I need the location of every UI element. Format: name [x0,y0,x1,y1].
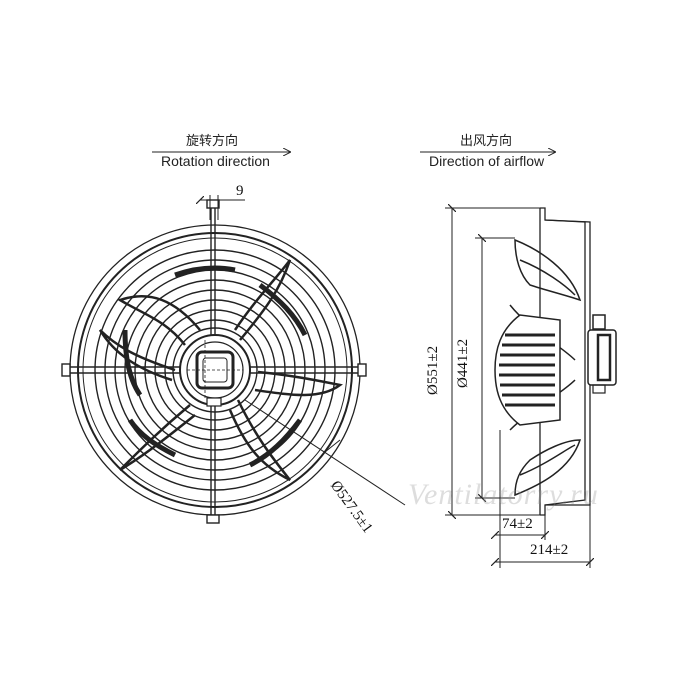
guard-diameter-leader [244,399,406,506]
bracket-dimension [200,195,245,220]
blade-6 [98,329,176,382]
blade-5 [119,404,196,472]
motor-body [494,314,617,426]
inner-diameter-label: Ø441±2 [455,338,471,388]
bracket-width-label: 9 [236,183,244,199]
blade-2 [233,259,292,341]
fan-blades [98,259,343,482]
total-depth-label: 214±2 [530,542,569,558]
side-view [420,152,617,568]
outer-diameter-label: Ø551±2 [425,345,441,395]
blade-3 [254,370,343,397]
airflow-label-cn: 出风方向 [460,134,513,149]
watermark: Ventilatorry.ru [408,478,599,511]
front-view [61,152,406,524]
rotation-label-cn: 旋转方向 [186,134,239,149]
mounting-struts [61,199,367,524]
rotation-label-en: Rotation direction [161,153,270,169]
airflow-label-en: Direction of airflow [429,153,545,169]
motor-depth-label: 74±2 [502,516,533,532]
blade-1 [117,295,201,346]
motor-hub [179,334,251,407]
blade-4 [228,399,291,482]
side-dimensions [445,208,590,568]
